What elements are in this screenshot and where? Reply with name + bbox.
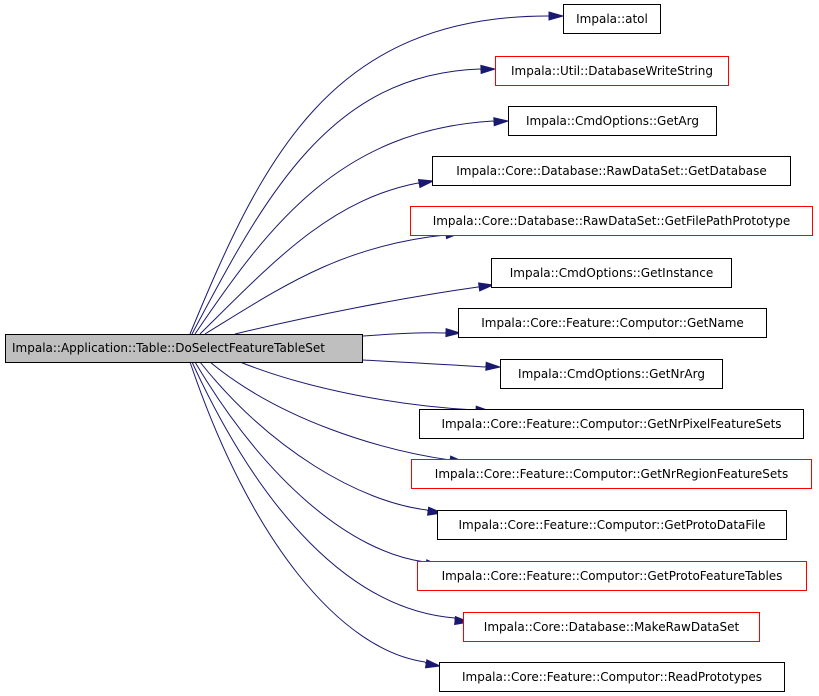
callee-node-get-proto-feature-tables[interactable]: Impala::Core::Feature::Computor::GetProt… — [417, 561, 807, 591]
callee-node-get-database[interactable]: Impala::Core::Database::RawDataSet::GetD… — [432, 156, 791, 186]
callee-label: Impala::Core::Feature::Computor::GetProt… — [441, 569, 783, 583]
callee-node-get-instance[interactable]: Impala::CmdOptions::GetInstance — [491, 258, 732, 288]
call-edge-1 — [191, 68, 481, 335]
call-edge-4 — [204, 234, 446, 335]
callee-node-make-raw-data-set[interactable]: Impala::Core::Database::MakeRawDataSet — [463, 612, 760, 642]
call-edge-7 — [362, 359, 486, 368]
callee-node-get-file-path-prototype[interactable]: Impala::Core::Database::RawDataSet::GetF… — [410, 206, 813, 236]
call-edge-13 — [189, 361, 426, 663]
root-function-label: Impala::Application::Table::DoSelectFeat… — [12, 341, 325, 355]
call-edge-2 — [194, 120, 494, 335]
call-edge-6 — [362, 332, 446, 337]
callee-label: Impala::CmdOptions::GetNrArg — [518, 367, 705, 381]
call-edge-arrowhead-5 — [477, 282, 495, 292]
call-edge-0 — [189, 15, 549, 335]
callee-node-get-proto-data-file[interactable]: Impala::Core::Feature::Computor::GetProt… — [437, 510, 787, 540]
call-edge-12 — [191, 361, 456, 619]
callee-node-read-prototypes[interactable]: Impala::Core::Feature::Computor::ReadPro… — [439, 662, 785, 692]
callee-label: Impala::Core::Database::MakeRawDataSet — [483, 620, 740, 634]
callee-node-get-nr-pixel-feature-sets[interactable]: Impala::Core::Feature::Computor::GetNrPi… — [419, 409, 804, 439]
callee-label: Impala::CmdOptions::GetInstance — [509, 266, 714, 280]
callee-label: Impala::Core::Feature::Computor::GetName — [481, 316, 744, 330]
call-edge-arrowhead-6 — [445, 327, 462, 338]
callee-label: Impala::Core::Feature::Computor::GetProt… — [458, 518, 766, 532]
call-edge-tail-13 — [424, 661, 427, 665]
call-edge-arrowhead-7 — [485, 361, 502, 371]
callee-node-atol[interactable]: Impala::atol — [563, 4, 661, 34]
callee-label: Impala::atol — [576, 12, 648, 26]
call-edge-10 — [199, 361, 428, 511]
call-edge-tail-2 — [492, 120, 495, 123]
call-edge-3 — [199, 182, 419, 335]
call-edge-arrowhead-3 — [417, 179, 435, 189]
call-edge-tail-10 — [426, 509, 429, 512]
call-edge-11 — [194, 361, 426, 563]
callee-label: Impala::Core::Feature::Computor::ReadPro… — [461, 670, 763, 684]
callee-node-get-nr-arg[interactable]: Impala::CmdOptions::GetNrArg — [500, 359, 723, 389]
callee-label: Impala::Core::Database::RawDataSet::GetD… — [456, 164, 767, 178]
call-edge-8 — [239, 361, 476, 411]
callee-label: Impala::Core::Feature::Computor::GetNrPi… — [441, 417, 782, 431]
callee-node-database-write-string[interactable]: Impala::Util::DatabaseWriteString — [495, 56, 729, 86]
call-edge-arrowhead-2 — [493, 117, 510, 127]
call-edge-arrowhead-1 — [480, 64, 497, 75]
call-edge-5 — [234, 286, 479, 335]
root-function-node[interactable]: Impala::Application::Table::DoSelectFeat… — [5, 334, 363, 363]
callee-label: Impala::CmdOptions::GetArg — [526, 114, 699, 128]
callee-node-get-nr-region-feature-sets[interactable]: Impala::Core::Feature::Computor::GetNrRe… — [411, 459, 812, 489]
call-edge-arrowhead-13 — [424, 659, 442, 669]
callee-label: Impala::Util::DatabaseWriteString — [511, 64, 713, 78]
callee-node-get-arg[interactable]: Impala::CmdOptions::GetArg — [508, 106, 717, 136]
call-edge-arrowhead-0 — [548, 11, 565, 21]
call-edge-tail-3 — [417, 182, 420, 184]
callee-label: Impala::Core::Database::RawDataSet::GetF… — [432, 214, 791, 228]
call-edge-9 — [209, 361, 451, 461]
callee-label: Impala::Core::Feature::Computor::GetNrRe… — [434, 467, 789, 481]
call-edge-tail-7 — [484, 365, 487, 368]
callee-node-get-name[interactable]: Impala::Core::Feature::Computor::GetName — [458, 308, 767, 338]
